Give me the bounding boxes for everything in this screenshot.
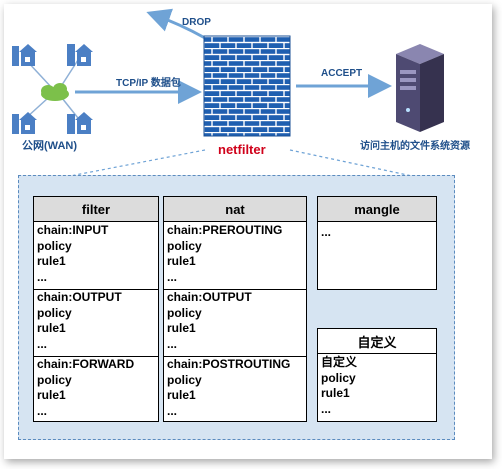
chain-more: ... bbox=[37, 403, 48, 418]
chain-policy: policy bbox=[37, 305, 72, 320]
custom-table: 自定义 自定义 policy rule1 ... bbox=[317, 328, 437, 422]
chain-rule: rule1 bbox=[321, 386, 350, 400]
netfilter-label: netfilter bbox=[218, 142, 266, 157]
drop-label: DROP bbox=[182, 17, 211, 28]
filter-table: filter chain:INPUT policy rule1 ... chai… bbox=[33, 196, 159, 422]
chain-name: chain:PREROUTING bbox=[167, 223, 283, 237]
chain-policy: policy bbox=[37, 372, 72, 387]
chain-more: ... bbox=[167, 336, 178, 351]
netfilter-tables-panel: filter chain:INPUT policy rule1 ... chai… bbox=[18, 175, 455, 440]
chain-policy: policy bbox=[167, 372, 202, 387]
chain-more: ... bbox=[37, 336, 48, 351]
chain-more: ... bbox=[167, 269, 178, 284]
chain-rule: rule1 bbox=[37, 388, 66, 402]
nat-table: nat chain:PREROUTING policy rule1 ... ch… bbox=[163, 196, 307, 422]
filter-chain-forward: chain:FORWARD policy rule1 ... bbox=[34, 356, 158, 421]
chain-rule: rule1 bbox=[37, 254, 66, 268]
chain-more: ... bbox=[37, 269, 48, 284]
server-icon bbox=[396, 44, 444, 132]
chain-name: chain:INPUT bbox=[37, 223, 109, 237]
chain-policy: policy bbox=[167, 305, 202, 320]
drop-arrow bbox=[146, 8, 206, 40]
network-flow-illustration bbox=[12, 8, 444, 175]
chain-policy: policy bbox=[167, 238, 202, 253]
nat-table-title: nat bbox=[164, 197, 306, 222]
firewall-icon bbox=[203, 35, 291, 137]
tcp-packet-label: TCP/IP 数据包 bbox=[116, 78, 181, 89]
chain-policy: policy bbox=[37, 238, 72, 253]
chain-rule: rule1 bbox=[167, 388, 196, 402]
chain-rule: rule1 bbox=[37, 321, 66, 335]
wan-label: 公网(WAN) bbox=[22, 140, 77, 152]
callout-line-right bbox=[289, 149, 411, 175]
chain-more: ... bbox=[321, 401, 332, 416]
chain-name: chain:FORWARD bbox=[37, 357, 135, 371]
nat-chain-postrouting: chain:POSTROUTING policy rule1 ... bbox=[164, 356, 306, 421]
chain-rule: rule1 bbox=[167, 254, 196, 268]
chain-name: chain:OUTPUT bbox=[167, 290, 252, 304]
nat-chain-output: chain:OUTPUT policy rule1 ... bbox=[164, 289, 306, 354]
custom-chain: 自定义 policy rule1 ... bbox=[318, 355, 436, 417]
mangle-table-title: mangle bbox=[318, 197, 436, 222]
chain-name: 自定义 bbox=[321, 355, 358, 369]
filter-chain-output: chain:OUTPUT policy rule1 ... bbox=[34, 289, 158, 354]
mangle-table: mangle ... bbox=[317, 196, 437, 290]
chain-more: ... bbox=[167, 403, 178, 418]
mangle-content: ... bbox=[318, 225, 436, 241]
chain-rule: rule1 bbox=[167, 321, 196, 335]
custom-table-title: 自定义 bbox=[318, 329, 436, 354]
server-label: 访问主机的文件系统资源 bbox=[360, 141, 470, 152]
chain-more: ... bbox=[321, 225, 332, 239]
chain-name: chain:OUTPUT bbox=[37, 290, 122, 304]
chain-policy: policy bbox=[321, 370, 356, 385]
filter-chain-input: chain:INPUT policy rule1 ... bbox=[34, 223, 158, 285]
nat-chain-prerouting: chain:PREROUTING policy rule1 ... bbox=[164, 223, 306, 285]
wan-network-icon bbox=[12, 44, 93, 134]
filter-table-title: filter bbox=[34, 197, 158, 222]
accept-label: ACCEPT bbox=[321, 68, 363, 79]
callout-line-left bbox=[72, 149, 206, 175]
chain-name: chain:POSTROUTING bbox=[167, 357, 291, 371]
